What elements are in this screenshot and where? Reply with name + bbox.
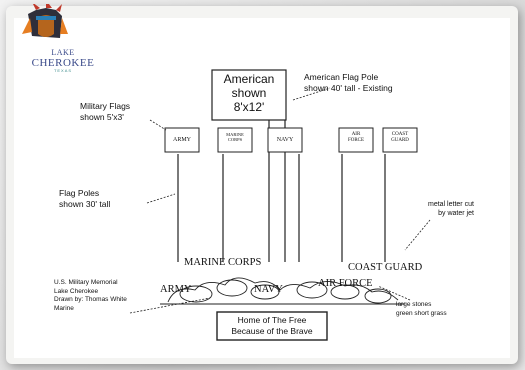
annotation-military-flags: Military Flags shown 5'x3' bbox=[80, 101, 131, 122]
lettering-coast-guard: COAST GUARD bbox=[348, 262, 423, 273]
plaque-box bbox=[216, 311, 328, 341]
plaque-line-1: Home of The Free bbox=[237, 315, 307, 325]
logo-line-lake: LAKE bbox=[51, 48, 75, 57]
leader-metal-letter bbox=[404, 219, 431, 251]
lettering-army: ARMY bbox=[160, 284, 192, 295]
leader-flag-poles bbox=[146, 193, 176, 204]
leader-stones bbox=[377, 285, 411, 301]
flag-american bbox=[211, 69, 287, 121]
flag-coast-guard bbox=[382, 127, 418, 153]
annotation-american-pole: American Flag Pole shown 40' tall - Exis… bbox=[304, 72, 393, 93]
annotation-credit: U.S. Military Memorial Lake Cherokee Dra… bbox=[54, 279, 127, 312]
annotation-flag-poles: Flag Poles shown 30' tall bbox=[59, 188, 111, 209]
plaque-line-2: Because of the Brave bbox=[231, 326, 313, 336]
american-flag-line-2: shown bbox=[231, 86, 267, 100]
plaque-text: Home of The Free Because of the Brave bbox=[217, 315, 327, 337]
lettering-marine-corps: MARINE CORPS bbox=[184, 257, 262, 268]
stones-and-grass bbox=[160, 277, 405, 305]
flag-label-air-force: AIR FORCE bbox=[347, 132, 365, 143]
leader-american-pole bbox=[292, 87, 331, 101]
flag-label-army: ARMY bbox=[172, 137, 191, 143]
flag-navy bbox=[267, 127, 303, 153]
lake-cherokee-logo: LAKE CHEROKEE TEXAS bbox=[2, 0, 122, 78]
flag-marine-corps bbox=[217, 127, 253, 153]
flag-label-navy: NAVY bbox=[276, 137, 294, 143]
flag-label-coast-guard: COAST GUARD bbox=[391, 132, 409, 143]
flag-air-force bbox=[338, 127, 374, 153]
flag-label-marine-corps: MARINE CORPS bbox=[226, 132, 244, 142]
leader-military-flags bbox=[149, 119, 167, 131]
american-flag-line-1: American bbox=[223, 72, 275, 86]
headdress-icon bbox=[22, 0, 68, 38]
leader-credit bbox=[129, 297, 211, 314]
logo-line-texas: TEXAS bbox=[53, 68, 73, 73]
american-flag-line-3: 8'x12' bbox=[233, 100, 265, 114]
flag-army bbox=[164, 127, 200, 153]
annotation-metal-letter: metal letter cut by water jet bbox=[428, 201, 474, 217]
logo-line-cherokee: CHEROKEE bbox=[31, 57, 95, 69]
lettering-navy: NAVY bbox=[254, 284, 283, 295]
american-flag-label: American shown 8'x12' bbox=[212, 72, 286, 114]
lettering-air-force: AIR FORCE bbox=[318, 278, 373, 289]
logo-text: LAKE CHEROKEE bbox=[4, 48, 122, 69]
annotation-stones: large stones green short grass bbox=[396, 301, 447, 317]
